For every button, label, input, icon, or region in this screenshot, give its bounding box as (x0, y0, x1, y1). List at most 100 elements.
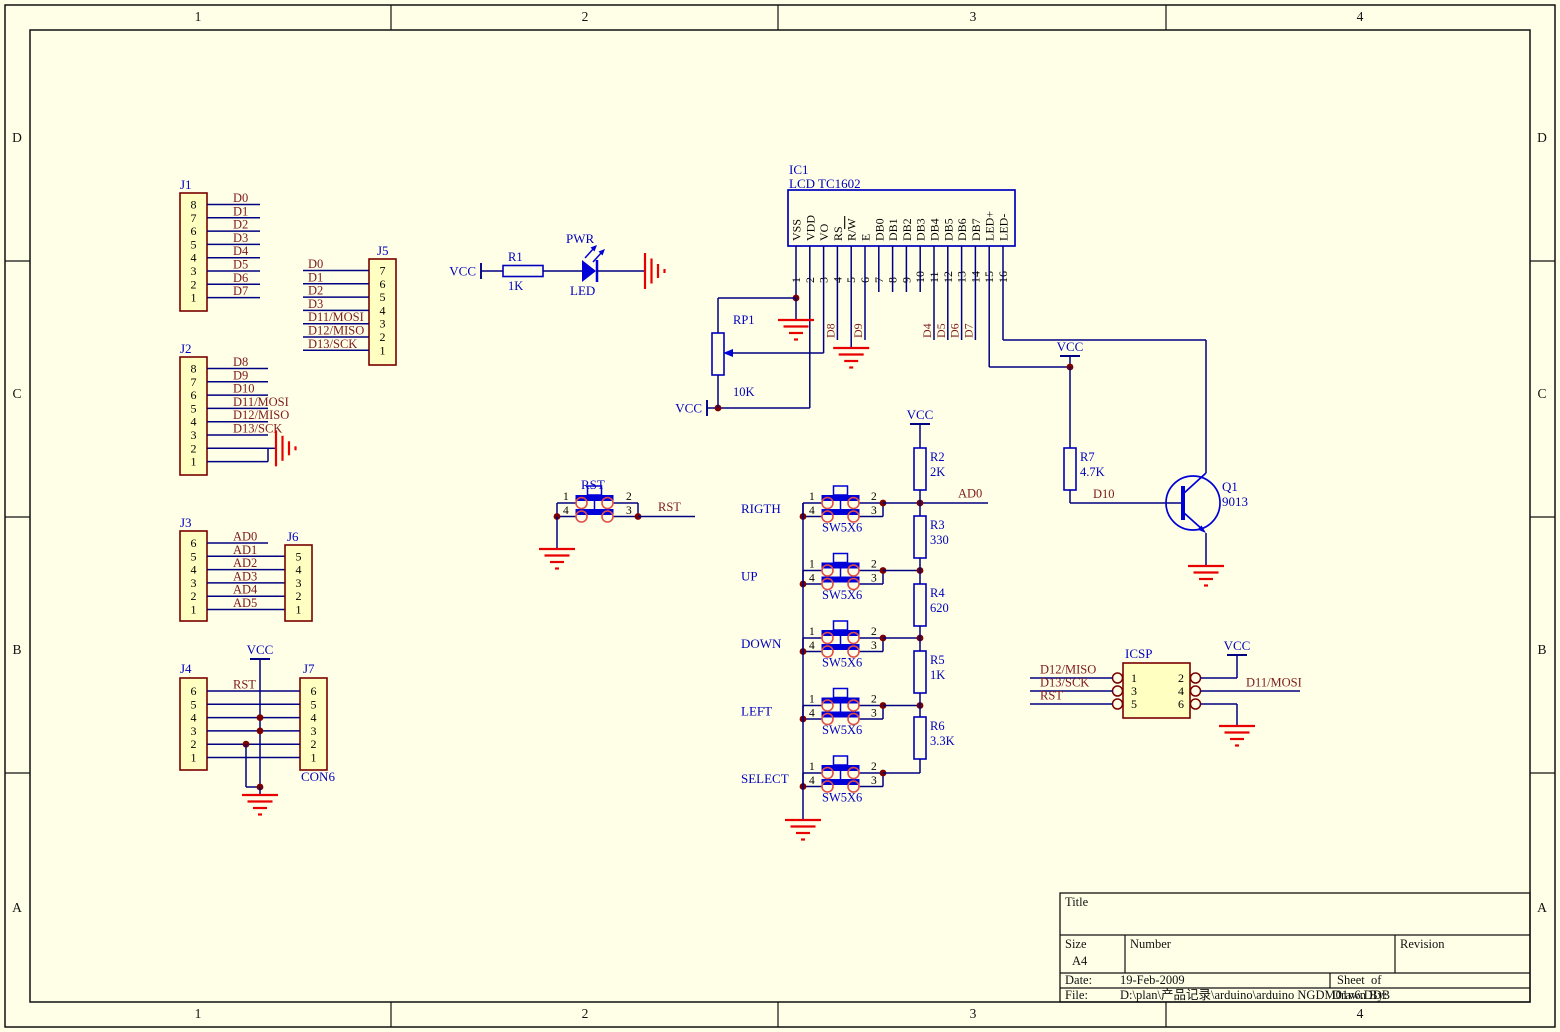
key-down-pad (821, 645, 834, 658)
connector-j5-pin-number: 4 (380, 303, 386, 317)
vcc-label: VCC (247, 642, 274, 657)
title-label: Title (1065, 895, 1089, 909)
zone-row-label: D (1537, 130, 1547, 145)
connector-j3-pin-number: 1 (191, 603, 197, 617)
connector-j5-pin-number: 1 (380, 343, 386, 357)
net-label: D1 (233, 204, 248, 218)
connector-j2-pin-number: 6 (191, 388, 197, 402)
connector-j6-pin-number: 5 (296, 549, 302, 563)
transistor-q1-body (1165, 475, 1221, 531)
led-label: LED (570, 283, 595, 298)
net-label: D9 (233, 368, 248, 382)
connector-j3-pin-number: 3 (191, 576, 197, 590)
connector-j6-pin-number: 2 (296, 589, 302, 603)
net-label: D12/MISO (233, 408, 289, 422)
vcc-label: VCC (675, 401, 702, 416)
rp1-value: 10K (733, 385, 755, 399)
connector-j1-body (179, 192, 208, 312)
resistor-r6 (913, 716, 927, 760)
key-down-pin-number: 4 (809, 640, 815, 652)
key-up-pad (847, 577, 860, 591)
resistor-r4-designator: R4 (930, 586, 945, 600)
resistor-r7-value: 4.7K (1080, 465, 1105, 479)
resistor-r5-designator: R5 (930, 653, 945, 667)
led-arrow-icon (584, 247, 595, 259)
net-label: D10 (233, 382, 255, 396)
key-up-pin-number: 2 (871, 559, 877, 571)
key-down-pin-number: 3 (871, 640, 877, 652)
lcd-pin-name: VDD (803, 215, 817, 241)
net-label: D6 (948, 323, 962, 338)
resistor-r6-value: 3.3K (930, 734, 955, 748)
connector-j4-pin-number: 4 (191, 711, 197, 725)
icsp-pad (1189, 685, 1202, 697)
connector-j2-pin-number: 8 (191, 362, 197, 376)
resistor-r7 (1063, 447, 1077, 491)
junction-dot (256, 727, 264, 735)
key-left-pad (847, 699, 860, 712)
q1-emitter (1182, 511, 1204, 531)
key-part-label: SW5X6 (822, 656, 862, 670)
lcd-pin-name: DB0 (872, 218, 886, 241)
lcd-pin-name: DB1 (886, 218, 900, 241)
connector-j7-pin-number: 4 (311, 711, 317, 725)
key-up-pin-number: 3 (871, 573, 877, 585)
key-down-pad (821, 631, 834, 645)
net-label: AD4 (233, 583, 258, 597)
net-label: D6 (233, 271, 248, 285)
net-label: D7 (233, 284, 248, 298)
j2-designator: J2 (180, 341, 192, 356)
connector-j1-pin-number: 1 (191, 291, 197, 305)
icsp-pad (1111, 672, 1124, 684)
connector-j2-pin-number: 2 (191, 441, 197, 455)
net-label: RST (233, 678, 256, 692)
q1-value: 9013 (1222, 494, 1248, 509)
vcc-label: VCC (449, 264, 476, 279)
resistor-r2-designator: R2 (930, 450, 945, 464)
j7-designator: J7 (303, 661, 315, 676)
net-label: RST (1040, 689, 1063, 703)
q1-emitter-arrow-icon (1197, 525, 1206, 533)
key-name-label: SELECT (741, 771, 789, 786)
j4-designator: J4 (180, 661, 192, 676)
key-name-label: LEFT (741, 704, 772, 719)
icsp-pad (1189, 698, 1202, 710)
title-block: Title Size A4 Number Revision Date: 19-F… (1059, 892, 1531, 1003)
connector-j6-pin-number: 3 (296, 576, 302, 590)
key-left-pad (821, 699, 834, 712)
key-down-contact-bar (821, 630, 860, 636)
key-down-contact-bar (821, 644, 860, 650)
connector-j1-pin-number: 4 (191, 251, 197, 265)
resistor-r5 (913, 650, 927, 694)
connector-j2-pin-number: 3 (191, 428, 197, 442)
lcd-pin-name: R/W (845, 218, 859, 241)
zone-row-label: D (12, 130, 22, 145)
led-arrow-icon (598, 249, 605, 256)
q1-designator: Q1 (1222, 479, 1238, 494)
zone-row-label: A (1537, 900, 1547, 915)
connector-j5-pin-number: 5 (380, 290, 386, 304)
drawn-by-label: Drawn By: (1332, 988, 1387, 1002)
zone-column-label: 2 (582, 1006, 589, 1021)
connector-j5-body (368, 258, 397, 366)
net-label: D10 (1093, 487, 1115, 501)
pot-rp1 (711, 332, 725, 376)
key-rigth-contact-bar (821, 495, 860, 501)
key-name-label: RIGTH (741, 501, 781, 516)
connector-j1-pin-number: 3 (191, 264, 197, 278)
key-up-actuator (832, 552, 849, 564)
net-label: D13/SCK (308, 337, 357, 351)
net-label: D13/SCK (233, 422, 282, 436)
connector-j2-pin-number: 5 (191, 401, 197, 415)
key-rigth-pad (847, 510, 860, 523)
lcd-pin-name: E (859, 234, 873, 241)
connector-j3-pin-number: 4 (191, 563, 197, 577)
key-select-pad (821, 766, 834, 780)
connector-j4-pin-number: 1 (191, 751, 197, 765)
key-rigth-pin-number: 1 (809, 491, 815, 503)
key-name-label: DOWN (741, 636, 782, 651)
key-select-contact-bar (821, 765, 860, 771)
lcd-value: LCD TC1602 (789, 176, 861, 191)
